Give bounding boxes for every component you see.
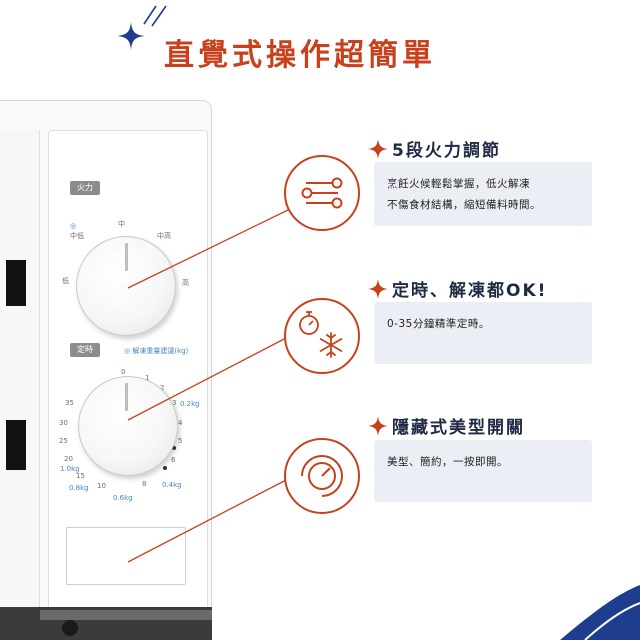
dial-icon [284, 438, 360, 514]
timer-num-30: 30 [59, 419, 68, 427]
callout-line-button [127, 477, 291, 563]
timer-tag: 定時 [70, 343, 100, 357]
feature-heading-timer: 定時、解凍都OK! [368, 276, 547, 301]
power-tag: 火力 [70, 181, 100, 195]
microwave-foot [62, 620, 78, 636]
feature-heading-power: 5段火力調節 [368, 136, 501, 161]
microwave-door-edge [0, 130, 40, 610]
timer-num-1: 1 [145, 374, 150, 382]
sparkle-star-icon [117, 22, 145, 50]
timer-num-4: 4 [178, 419, 183, 427]
timer-num-10: 10 [97, 482, 106, 490]
defrost-dot [163, 466, 167, 470]
timer-num-0: 0 [121, 368, 126, 376]
timer-num-2: 2 [160, 384, 165, 392]
timer-num-25: 25 [59, 437, 68, 445]
slash-decoration-icon [143, 5, 167, 27]
timer-knob[interactable] [78, 376, 178, 476]
door-latch-top [6, 260, 26, 306]
feature-title-power: 5段火力調節 [392, 141, 501, 161]
weight-label-0-2kg: 0.2kg [180, 400, 200, 408]
timer-knob-pointer [125, 383, 128, 411]
feature-heading-switch: 隱藏式美型開關 [368, 413, 525, 438]
feature-text-line: 美型、簡約，一按即開。 [387, 456, 508, 468]
feature-text-line: 烹飪火候輕鬆掌握，低火解凍 [387, 178, 530, 190]
feature-box-timer: 0-35分鐘精準定時。 [374, 302, 592, 364]
weight-label-0-4kg: 0.4kg [162, 481, 182, 489]
power-label-low: 低 [62, 277, 69, 285]
timer-num-3: 3 [172, 399, 177, 407]
power-label-mid-high: 中高 [157, 232, 171, 240]
power-knob[interactable] [76, 236, 176, 336]
power-label-mid: 中 [118, 220, 125, 228]
callout-line-power [127, 208, 291, 289]
power-knob-pointer [125, 243, 128, 271]
weight-label-1-0kg: 1.0kg [60, 465, 80, 473]
door-open-button[interactable] [66, 527, 186, 585]
callout-line-timer [127, 335, 291, 421]
timer-num-8: 8 [142, 480, 147, 488]
sparkle-star-icon [368, 278, 388, 299]
feature-title-timer: 定時、解凍都OK! [392, 281, 548, 301]
timer-num-20: 20 [64, 455, 73, 463]
door-latch-bottom [6, 420, 26, 470]
slider-controls-icon [284, 155, 360, 231]
microwave-base-strip [40, 610, 212, 620]
timer-num-35: 35 [65, 399, 74, 407]
sparkle-star-icon [368, 415, 388, 436]
feature-box-power: 烹飪火候輕鬆掌握，低火解凍 不傷食材結構，縮短備料時間。 [374, 162, 592, 226]
power-label-high: 高 [182, 279, 189, 287]
defrost-weight-note: ◎ 解凍重量建議(kg) [124, 347, 189, 355]
power-label-mid-low: 中低 [70, 232, 84, 240]
sparkle-star-icon [368, 138, 388, 159]
feature-title-switch: 隱藏式美型開關 [392, 418, 525, 438]
feature-text-line: 不傷食材結構，縮短備料時間。 [387, 199, 541, 211]
feature-box-switch: 美型、簡約，一按即開。 [374, 440, 592, 502]
timer-num-6: 6 [171, 456, 176, 464]
defrost-dot [172, 446, 176, 450]
weight-label-0-8kg: 0.8kg [69, 484, 89, 492]
page-title: 直覺式操作超簡單 [164, 38, 436, 73]
timer-num-5: 5 [178, 437, 183, 445]
feature-text-line: 0-35分鐘精準定時。 [387, 318, 490, 330]
weight-label-0-6kg: 0.6kg [113, 494, 133, 502]
power-indicator-dot: ◎ [70, 222, 77, 230]
timer-num-15: 15 [76, 472, 85, 480]
stopwatch-snowflake-icon [284, 298, 360, 374]
